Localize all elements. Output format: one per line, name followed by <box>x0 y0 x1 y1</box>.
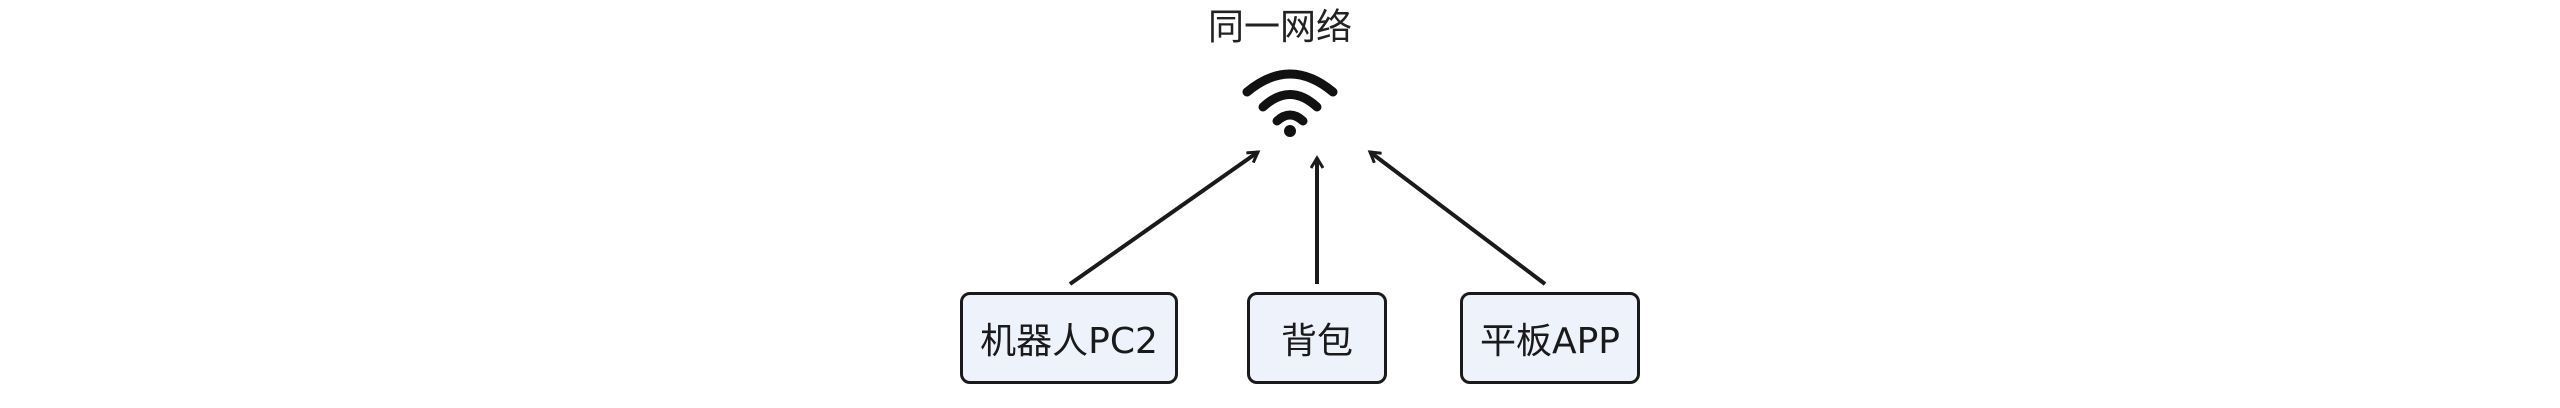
wifi-icon <box>1242 69 1338 137</box>
node-tablet-app-label: 平板APP <box>1479 321 1621 362</box>
wifi-outer-arc <box>1242 69 1338 97</box>
arrow-pc2-to-network <box>1068 152 1258 286</box>
node-robot-pc2-label: 机器人PC2 <box>980 321 1158 362</box>
wifi-middle-arc <box>1258 90 1322 112</box>
wifi-inner-arc <box>1272 110 1308 126</box>
node-robot-pc2: 机器人PC2 <box>960 292 1178 384</box>
wifi-dot <box>1284 125 1296 137</box>
arrow-tablet-to-network <box>1370 152 1547 286</box>
node-backpack: 背包 <box>1247 292 1387 384</box>
node-backpack-label: 背包 <box>1280 321 1353 362</box>
node-tablet-app: 平板APP <box>1460 292 1640 384</box>
network-label: 同一网络 <box>1207 7 1352 48</box>
